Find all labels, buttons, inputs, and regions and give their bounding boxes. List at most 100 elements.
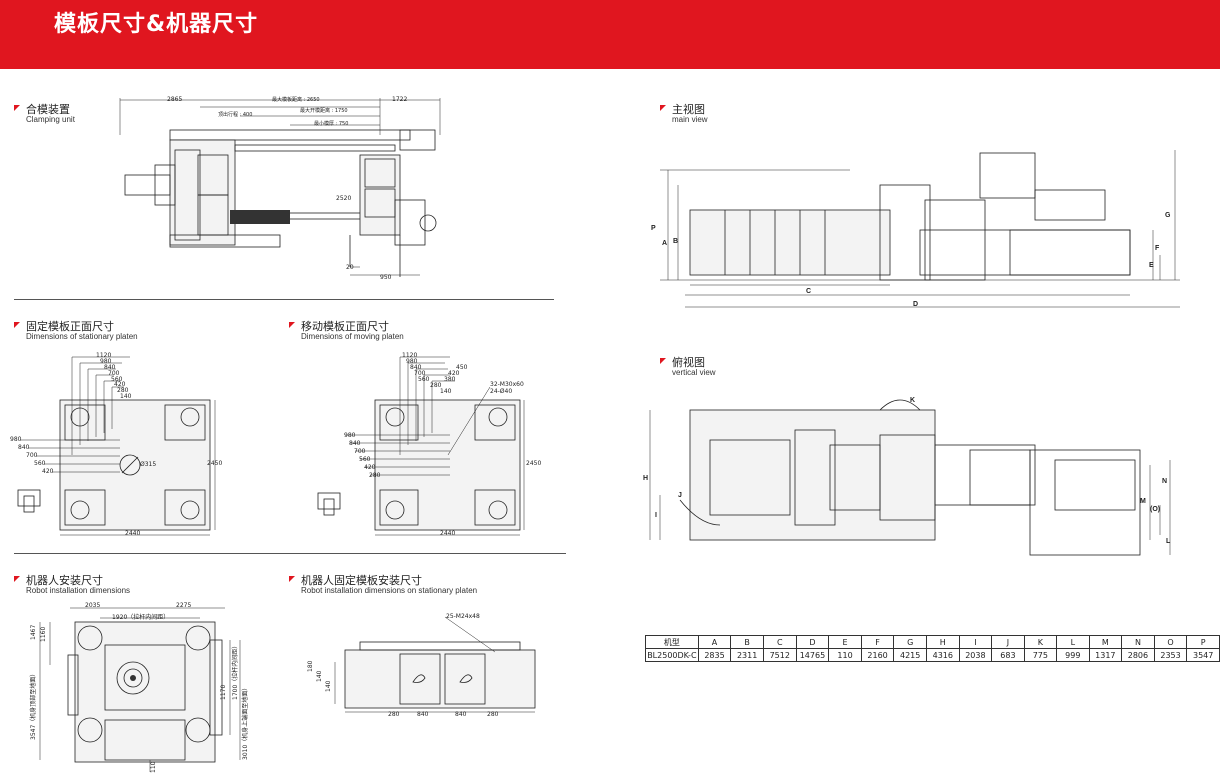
dim-left-0: 980	[10, 436, 22, 443]
table-cell: BL2500DK-C	[645, 648, 699, 662]
dim-2275: 2275	[176, 602, 192, 609]
moving-platen-drawing	[317, 356, 525, 536]
dim-top-7: 140	[120, 393, 132, 400]
dim-top-3: 700	[414, 370, 426, 377]
dim-2520: 2520	[336, 195, 352, 202]
main-letter-c: C	[806, 288, 812, 295]
dim-950: 950	[380, 274, 392, 281]
dim-top-1: 980	[100, 358, 112, 365]
dim-top-8: 280	[430, 382, 442, 389]
dim-threads: 32-M30x60	[490, 381, 524, 388]
table-header: A	[697, 635, 732, 649]
section-title-en: Clamping unit	[26, 115, 75, 124]
section-title-en: main view	[672, 115, 708, 124]
table-header: G	[893, 635, 927, 649]
section-title-zh: 固定模板正面尺寸	[26, 320, 114, 333]
section-title-en: Robot installation dimensions	[26, 586, 131, 595]
table-header: M	[1088, 635, 1123, 649]
dim-top-4: 560	[111, 376, 123, 383]
dim-top-1: 980	[406, 358, 418, 365]
section-title-zh: 合模装置	[26, 103, 70, 116]
dim-110: 110	[150, 761, 157, 773]
table-header: N	[1121, 635, 1155, 649]
section-title-zh: 主视图	[672, 103, 705, 116]
table-header: H	[925, 635, 960, 649]
table-cell: 2835	[697, 648, 732, 662]
table-cell: 4316	[925, 648, 960, 662]
vert-letter-m: M	[1140, 498, 1146, 505]
main-letter-p: P	[651, 225, 656, 232]
dim-1170: 1170	[220, 684, 227, 700]
divider-2	[14, 553, 566, 554]
vert-letter-i: I	[655, 512, 657, 519]
dim-top-7: 380	[444, 376, 456, 383]
vert-letter-k: K	[910, 397, 916, 404]
table-cell: 999	[1056, 648, 1090, 662]
robot-installation-drawing	[39, 607, 241, 772]
dim-top-3: 700	[108, 370, 120, 377]
section-marker-icon	[289, 576, 295, 582]
dim-height: 2450	[207, 460, 223, 467]
section-marker-icon	[14, 322, 20, 328]
dim-bottom-3: 280	[487, 711, 499, 718]
table-header: J	[991, 635, 1025, 649]
vert-letter-n: N	[1162, 478, 1168, 485]
table-cell: 2038	[958, 648, 993, 662]
dim-left-3: 560	[359, 456, 371, 463]
dim-max-stroke: 最大开模距离 : 1750	[300, 108, 348, 114]
dim-3010: 3010（机身上端面至地面）	[242, 684, 249, 760]
table-header: C	[762, 635, 797, 649]
dim-left-0: 180	[307, 660, 314, 672]
dim-1920: 1920（拉杆内间距）	[112, 614, 170, 621]
dim-top-5: 420	[114, 381, 126, 388]
section-title-zh: 移动模板正面尺寸	[301, 320, 389, 333]
dim-2035: 2035	[85, 602, 101, 609]
dim-2865: 2865	[167, 96, 183, 103]
dim-top-6: 420	[448, 370, 460, 377]
vertical-view-drawing	[649, 399, 1171, 556]
dim-left-1: 840	[18, 444, 30, 451]
dim-bottom-0: 280	[388, 711, 400, 718]
dim-d1: Ø315	[140, 461, 157, 468]
section-marker-icon	[14, 576, 20, 582]
dim-left-1: 140	[316, 670, 323, 682]
table-cell: 2311	[730, 648, 764, 662]
table-header: 机型	[645, 635, 699, 649]
dim-min-mold: 最小模厚 : 750	[314, 121, 349, 127]
dim-1700: 1700（拉杆内间距）	[232, 642, 239, 700]
dim-left-4: 420	[42, 468, 54, 475]
vert-letter-h: H	[643, 475, 649, 482]
main-letter-f: F	[1155, 245, 1160, 252]
main-view-drawing	[660, 150, 1180, 308]
page-title: 模板尺寸&机器尺寸	[54, 12, 259, 37]
table-cell: 2353	[1153, 648, 1188, 662]
dim-left-2: 700	[26, 452, 38, 459]
stationary-platen-drawing	[17, 356, 216, 536]
dim-1160: 1160	[40, 626, 47, 642]
dim-left-0: 980	[344, 432, 356, 439]
main-letter-g: G	[1165, 212, 1171, 219]
table-header: F	[860, 635, 895, 649]
dim-top-0: 1120	[402, 352, 418, 359]
section-marker-icon	[14, 105, 20, 111]
table-header: E	[828, 635, 862, 649]
table-cell: 775	[1023, 648, 1058, 662]
vert-letter-l: L	[1166, 538, 1171, 545]
dim-width: 2440	[125, 530, 141, 537]
section-title-zh: 机器人安装尺寸	[26, 574, 103, 587]
main-letter-b: B	[673, 238, 679, 245]
dim-top-2: 840	[410, 364, 422, 371]
section-marker-icon	[660, 105, 666, 111]
table-cell: 683	[991, 648, 1025, 662]
dim-left-1: 840	[349, 440, 361, 447]
table-header: L	[1056, 635, 1090, 649]
table-header: K	[1023, 635, 1058, 649]
table-cell: 14765	[795, 648, 830, 662]
dim-bottom-2: 840	[455, 711, 467, 718]
dim-20: 20	[346, 264, 354, 271]
table-header: D	[795, 635, 830, 649]
section-title-en: Dimensions of moving platen	[301, 332, 404, 341]
main-letter-a: A	[662, 240, 668, 247]
dim-bottom-1: 840	[417, 711, 429, 718]
vert-letter-j: J	[678, 492, 682, 499]
